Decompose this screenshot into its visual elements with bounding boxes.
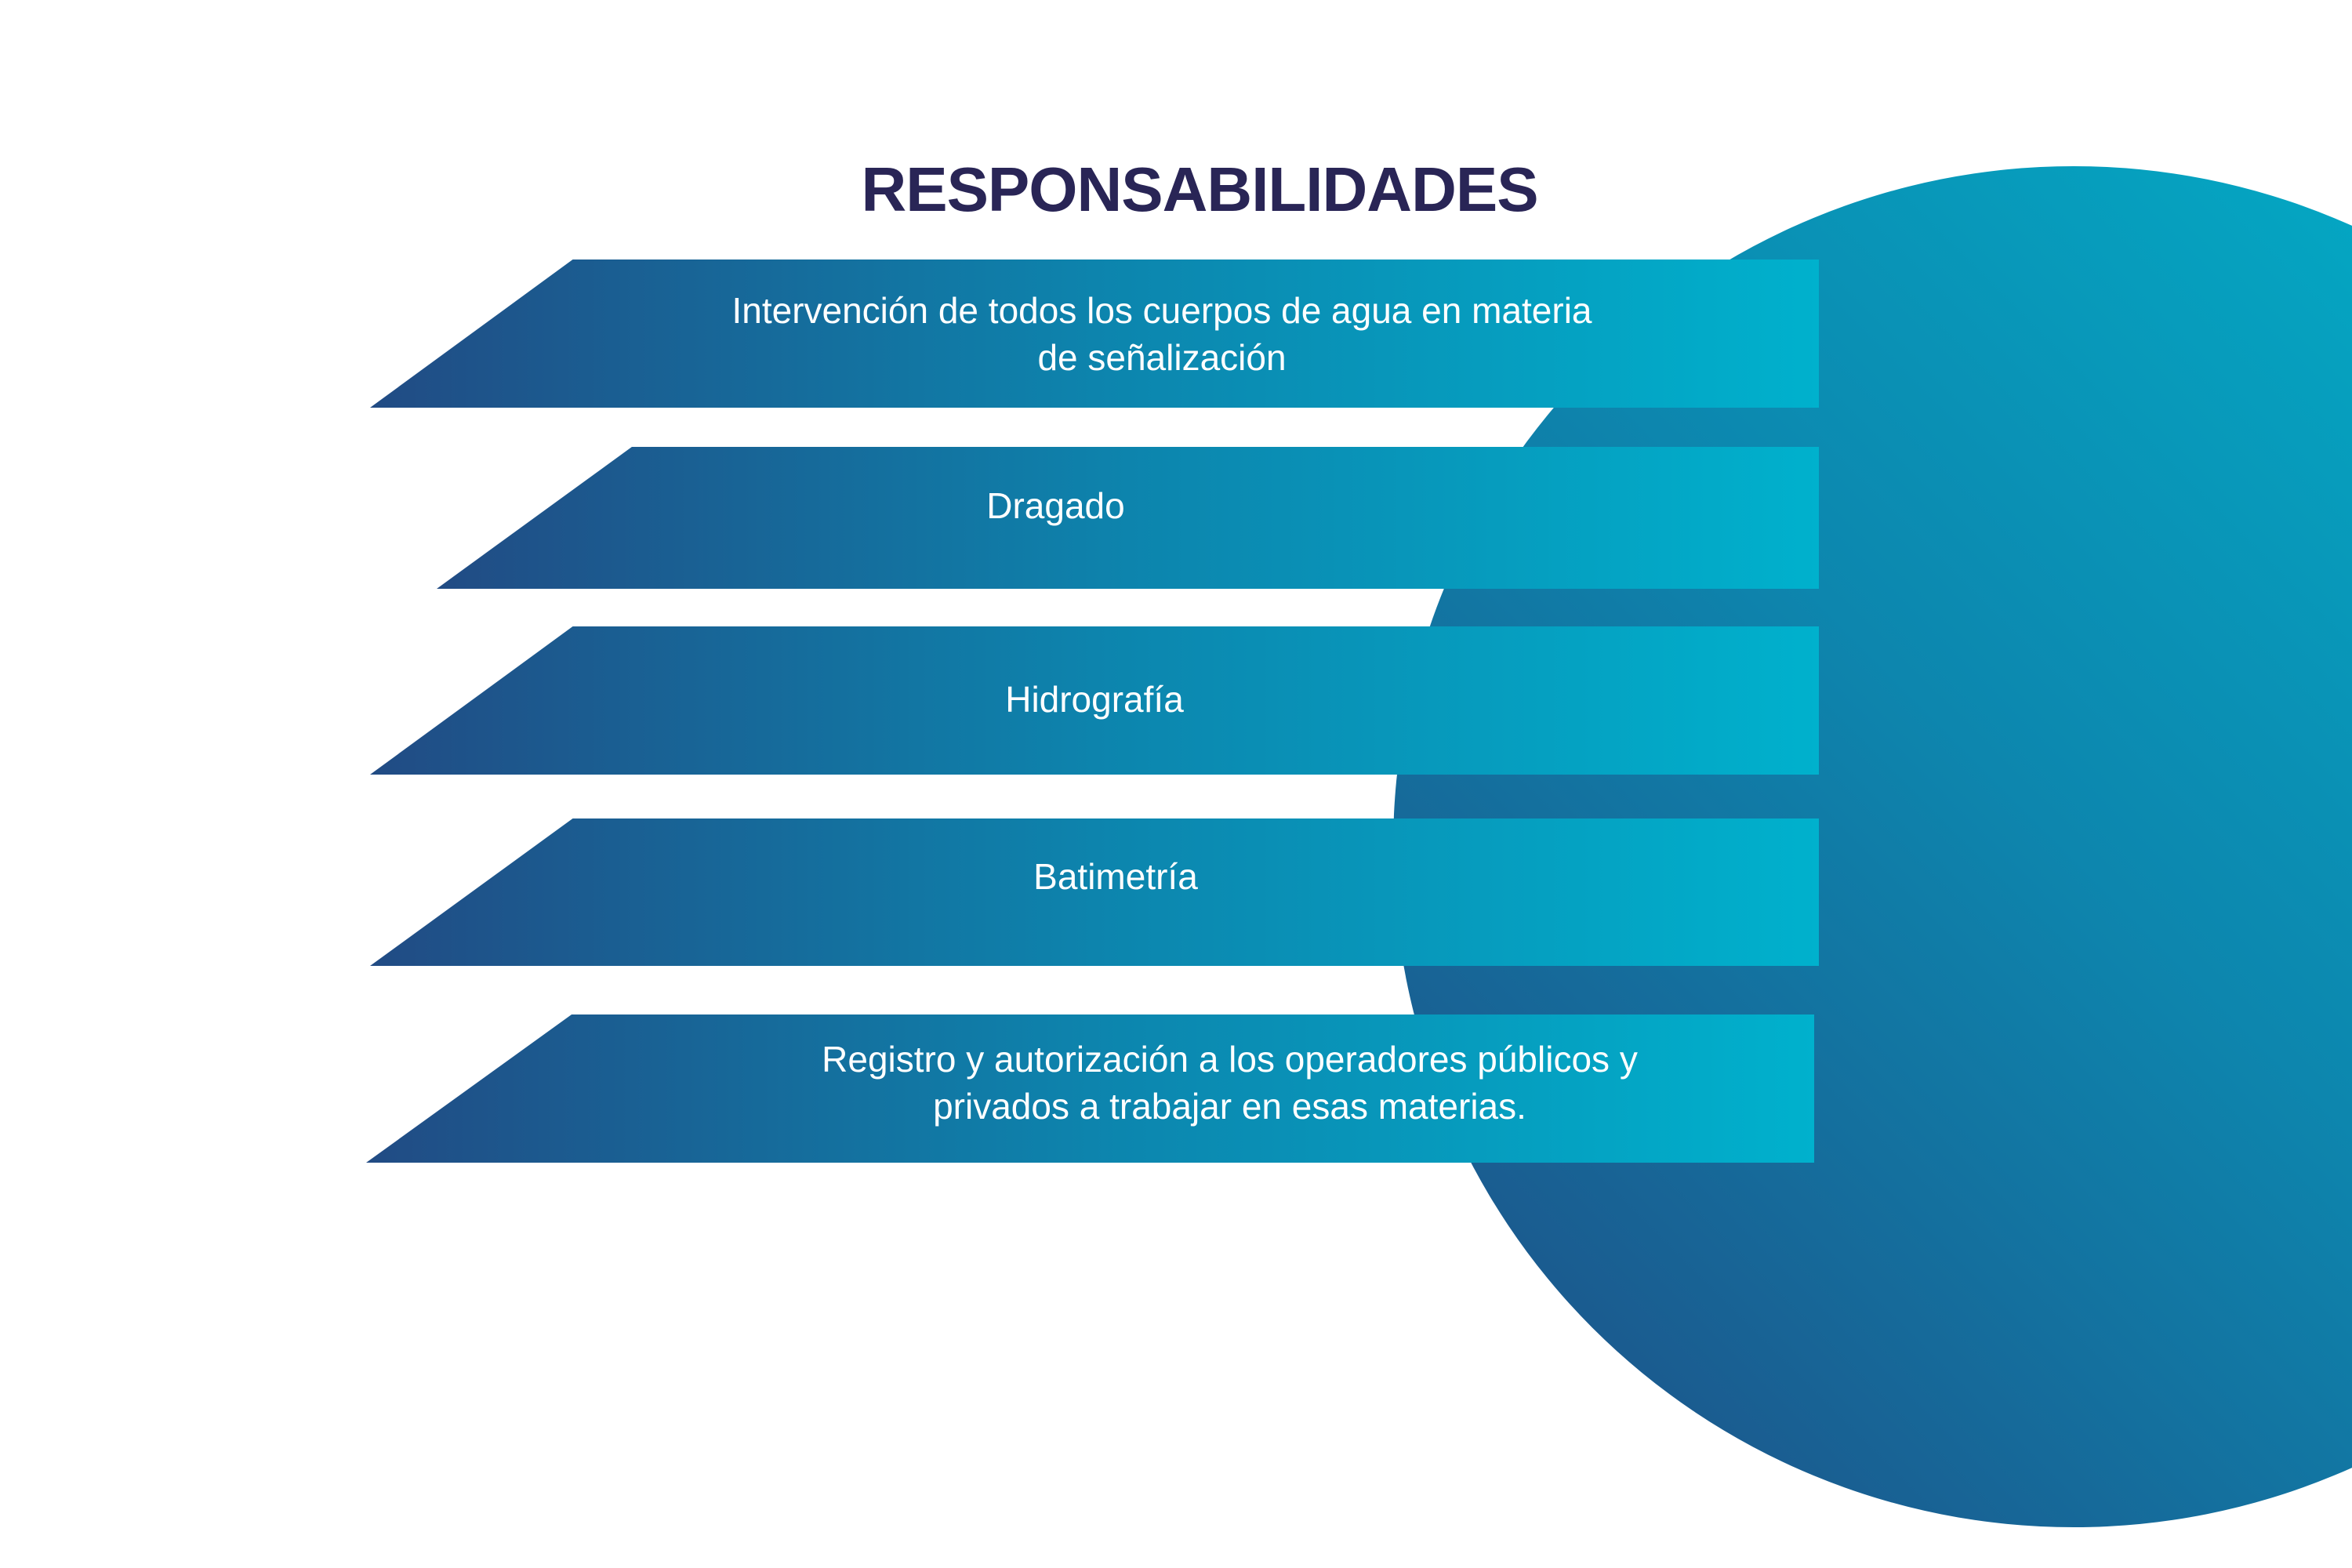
responsibility-label-4: Batimetría [1033,856,1198,897]
responsibility-band-5: Registro y autorización a los operadores… [366,1014,1814,1163]
responsibility-band-3: Hidrografía [370,626,1819,775]
responsibility-label-5: Registro y autorización a los operadores… [822,1038,1638,1127]
responsibility-band-2: Dragado [437,447,1819,589]
responsibility-label-1: Intervención de todos los cuerpos de agu… [731,289,1592,378]
responsibility-label-2: Dragado [986,485,1125,526]
responsibility-band-1: Intervención de todos los cuerpos de agu… [370,260,1819,408]
responsibility-label-3: Hidrografía [1005,678,1184,720]
responsibility-band-4: Batimetría [370,818,1819,966]
diagram-title: RESPONSABILIDADES [861,154,1538,224]
